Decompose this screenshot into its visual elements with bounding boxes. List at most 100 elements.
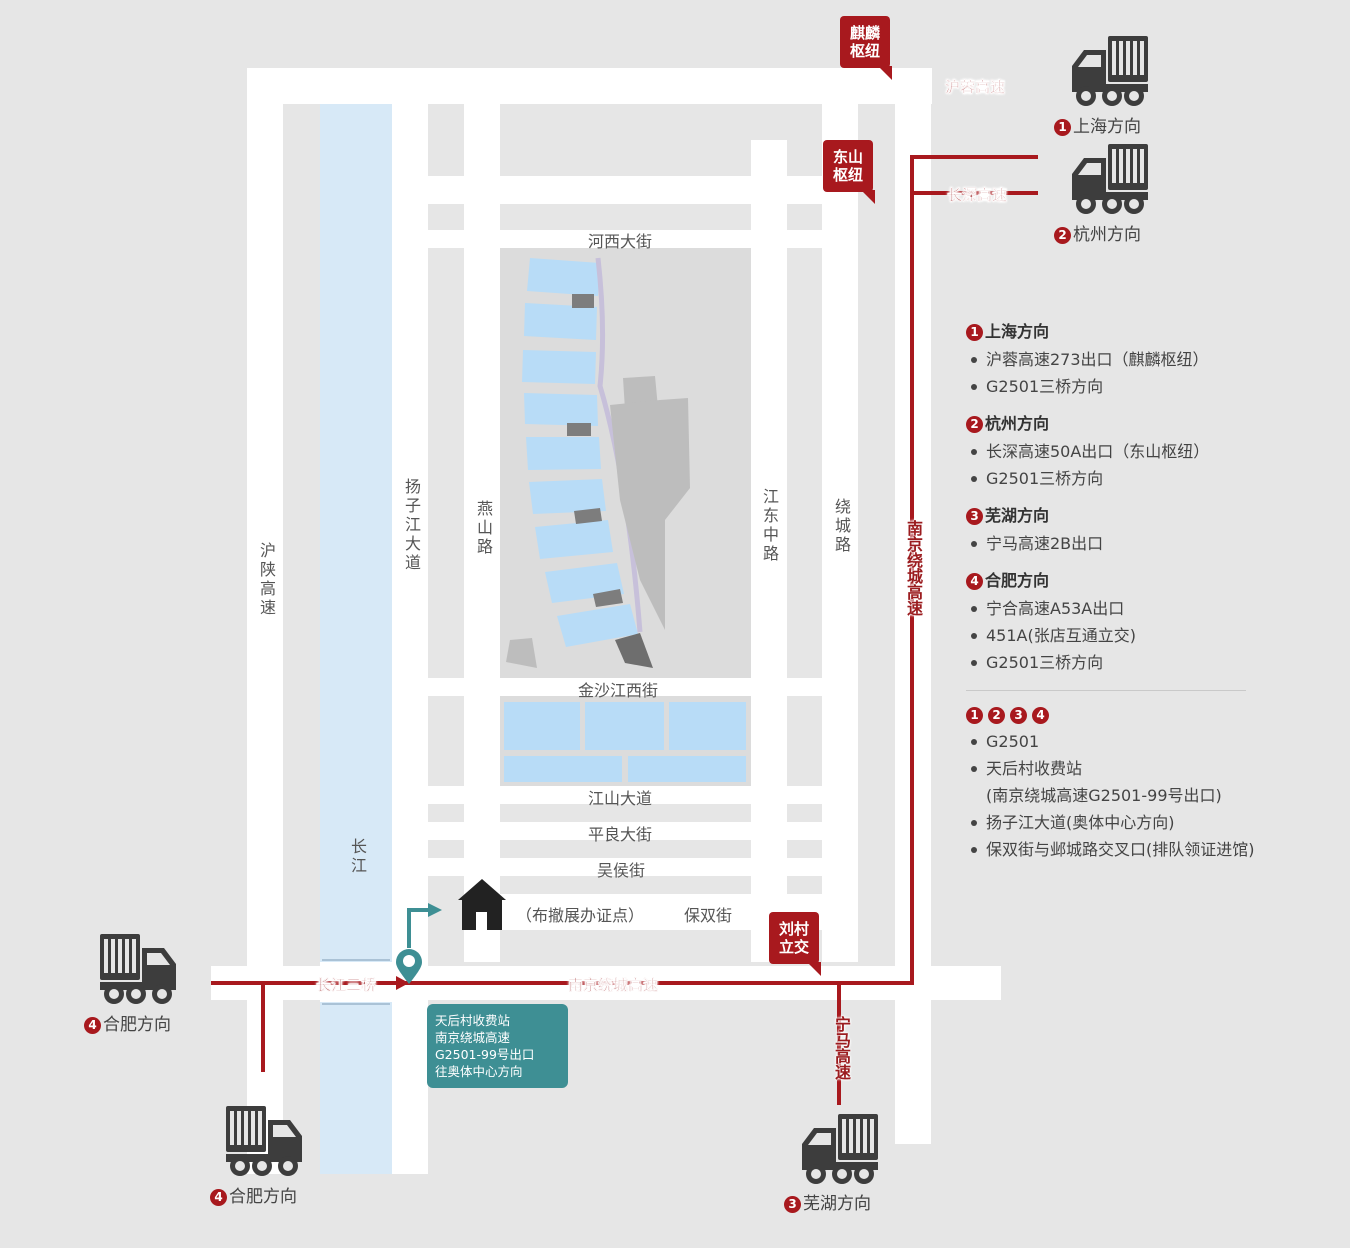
connector-1 — [572, 294, 594, 308]
hall-corridor — [595, 257, 643, 633]
hall-7 — [535, 520, 613, 559]
direction-label: 上海方向 — [1073, 117, 1141, 137]
dark-building — [615, 633, 653, 668]
highway-nanjing-ring-vertical: 南京绕城高速 — [904, 520, 923, 616]
toll-line: G2501-99号出口 — [435, 1047, 535, 1062]
legend-item: G2501三桥方向 — [966, 373, 1326, 400]
yangtze-river — [320, 68, 392, 1174]
num-badge: 4 — [1032, 707, 1049, 724]
exhibition-halls — [522, 258, 638, 647]
legend-title: 芜湖方向 — [985, 506, 1050, 525]
south-hall-1 — [504, 702, 580, 750]
small-building — [506, 638, 537, 668]
street-hexi: 河西大街 — [588, 232, 653, 251]
hall-3 — [522, 350, 596, 384]
teal-arrow-path — [407, 908, 430, 948]
legend-item: 长深高速50A出口（东山枢纽） — [966, 438, 1326, 465]
road-jiangshan — [392, 786, 857, 804]
connector-3 — [574, 508, 602, 524]
legend-item: 天后村收费站 — [966, 755, 1326, 782]
registration-point-label: （布撤展办证点） — [516, 906, 645, 925]
teal-arrow-head — [428, 903, 442, 917]
num-badge: 1 — [1054, 119, 1071, 136]
hall-6 — [529, 479, 606, 514]
route-arrow — [396, 976, 409, 990]
road-jinshajiang — [392, 678, 857, 696]
num-badge: 1 — [966, 324, 983, 341]
num-badge: 3 — [784, 1196, 801, 1213]
legend-item: 宁合高速A53A出口 — [966, 595, 1326, 622]
hall-1 — [527, 258, 600, 296]
street-baoshuang: 保双街 — [684, 906, 733, 925]
road-hexi — [392, 230, 857, 248]
connector-4 — [593, 589, 623, 607]
location-pin-icon — [396, 949, 422, 984]
south-hall-2 — [585, 702, 664, 750]
street-yanshan: 燕山路 — [474, 500, 493, 557]
highway-hurong: 沪蓉高速 — [945, 78, 1006, 96]
hub-liucun: 刘村 立交 — [769, 912, 822, 976]
num-badge: 2 — [1054, 227, 1071, 244]
legend-item: 宁马高速2B出口 — [966, 530, 1326, 557]
southern-halls — [504, 702, 746, 782]
legend-item: G2501 — [966, 728, 1326, 755]
hall-4 — [524, 393, 598, 426]
direction-label: 合肥方向 — [103, 1015, 171, 1035]
hall-2 — [524, 303, 597, 340]
main-stadium — [610, 398, 690, 630]
street-jiangshan: 江山大道 — [588, 789, 653, 808]
legend-item: (南京绕城高速G2501-99号出口) — [986, 786, 1222, 805]
road-pingliang — [392, 822, 857, 840]
road-upper-h — [392, 176, 857, 204]
num-badge: 3 — [966, 508, 983, 525]
legend-item: 沪蓉高速273出口（麒麟枢纽） — [966, 346, 1326, 373]
toll-station-callout: 天后村收费站 南京绕城高速 G2501-99号出口 往奥体中心方向 — [427, 1004, 568, 1088]
street-huwan: 沪陕高速 — [257, 542, 276, 618]
num-badge: 4 — [84, 1017, 101, 1034]
river-changjiang: 长江 — [348, 838, 367, 876]
num-badge: 3 — [1010, 707, 1027, 724]
num-badge: 1 — [966, 707, 983, 724]
legend-item: 保双街与邺城路交叉口(排队领证进馆) — [966, 836, 1326, 863]
street-yangzijiang: 扬子江大道 — [402, 478, 421, 573]
direction-label: 合肥方向 — [229, 1187, 297, 1207]
legend-title: 杭州方向 — [985, 414, 1050, 433]
highway-ningma: 宁马高速 — [832, 1016, 851, 1080]
legend-item: G2501三桥方向 — [966, 465, 1326, 492]
route-lines — [211, 155, 1038, 1105]
south-hall-4 — [504, 756, 622, 782]
road-network — [211, 68, 1001, 1174]
num-badge: 4 — [966, 573, 983, 590]
num-badge: 2 — [966, 416, 983, 433]
highway-nanjing-ring: 南京绕城高速 — [568, 976, 659, 994]
house-icon — [458, 879, 506, 930]
south-hall-5 — [628, 756, 746, 782]
connector-2 — [567, 423, 591, 436]
toll-line: 天后村收费站 — [435, 1013, 511, 1028]
route-main — [409, 155, 1038, 985]
street-jinshajiang: 金沙江西街 — [578, 681, 659, 700]
num-badge: 2 — [988, 707, 1005, 724]
hub-qilin: 麒麟 枢纽 — [840, 16, 893, 80]
road-wuhou — [392, 858, 857, 876]
legend-divider — [966, 690, 1246, 691]
legend-title: 合肥方向 — [985, 571, 1050, 590]
street-jiangdong: 江东中路 — [760, 488, 779, 564]
num-badge: 4 — [210, 1189, 227, 1206]
street-wuhou: 吴侯街 — [597, 861, 646, 880]
